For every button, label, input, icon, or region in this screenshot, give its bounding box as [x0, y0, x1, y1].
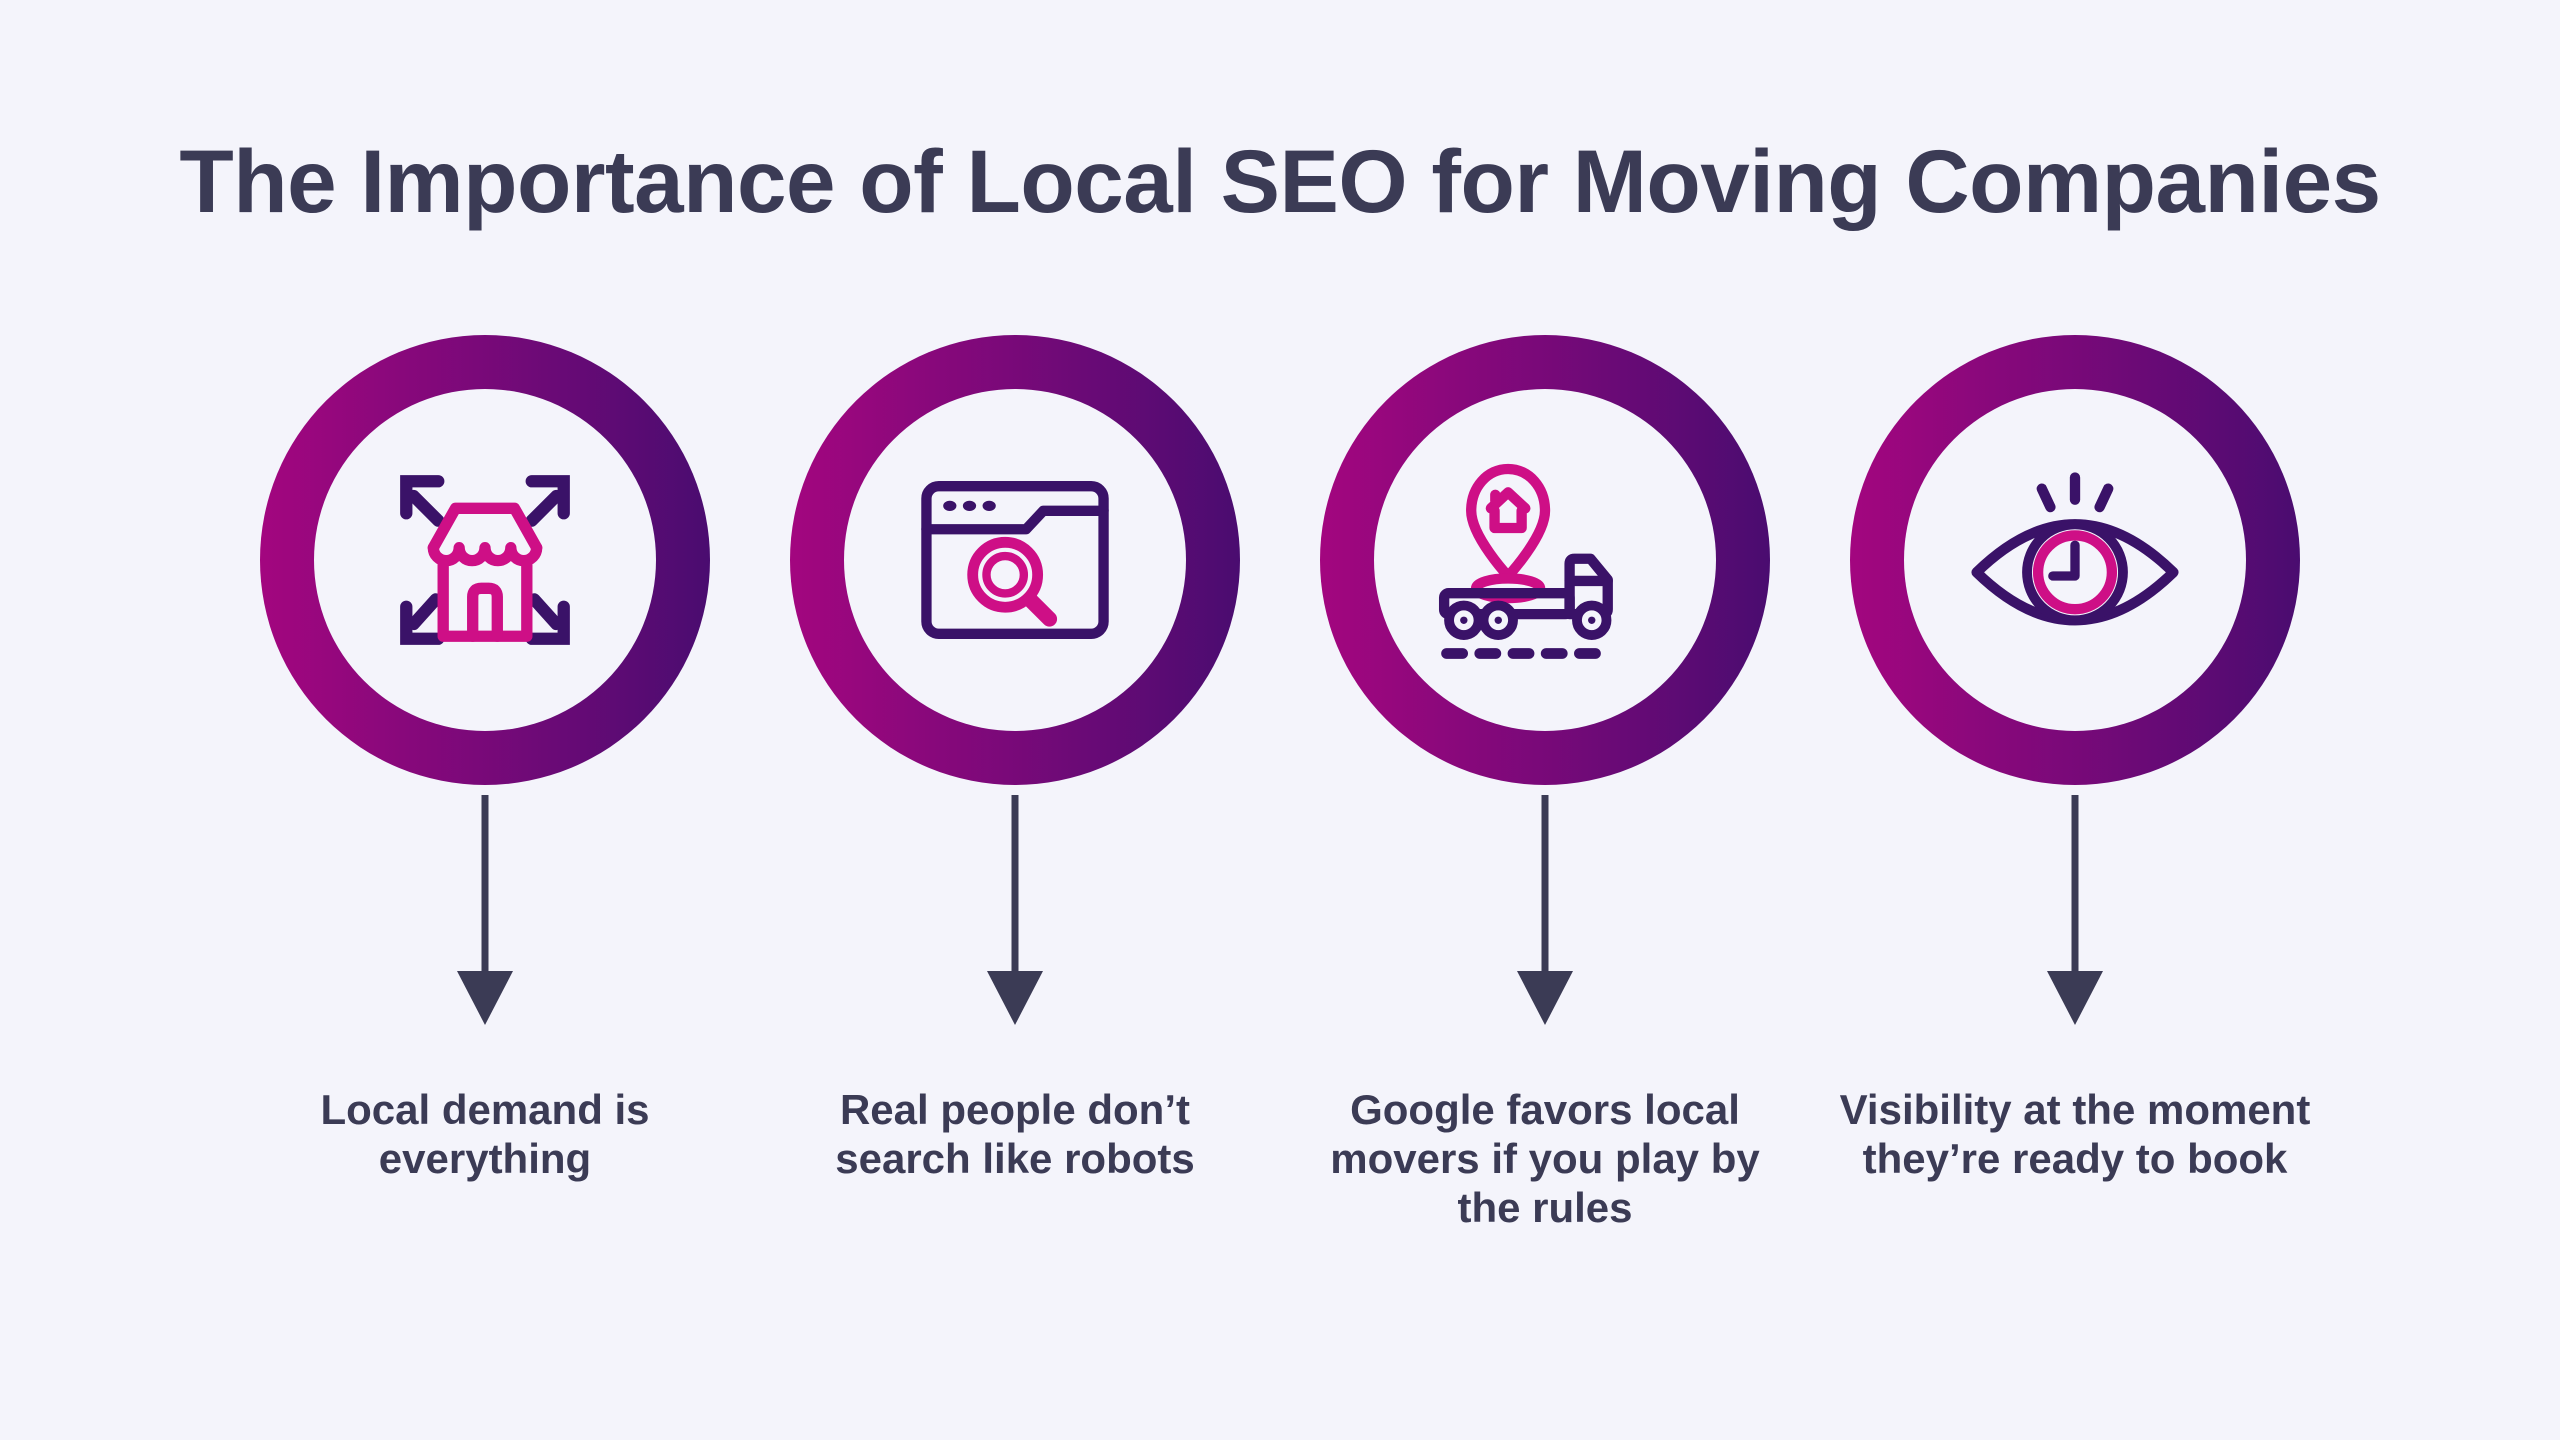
storefront-expand-arrows-icon — [400, 475, 570, 645]
eye-clock-icon — [1971, 472, 2179, 626]
caption-line: search like robots — [835, 1135, 1195, 1182]
gradient-ring — [1320, 335, 1770, 785]
page-title: The Importance of Local SEO for Moving C… — [179, 131, 2381, 231]
ring-inner-circle — [1374, 389, 1716, 731]
location-pin-moving-truck-icon — [1438, 463, 1613, 659]
ring-inner-circle — [314, 389, 656, 731]
gradient-ring — [790, 335, 1240, 785]
ring-inner-circle — [844, 389, 1186, 731]
caption-line: Google favors local — [1350, 1086, 1740, 1133]
caption-line: Real people don’t — [839, 1086, 1190, 1133]
ring-inner-circle — [1904, 389, 2246, 731]
down-arrow-icon — [1517, 795, 1573, 1025]
caption-line: everything — [378, 1135, 592, 1182]
gradient-ring — [1850, 335, 2300, 785]
caption-line: movers if you play by — [1330, 1135, 1760, 1182]
browser-search-icon — [921, 481, 1109, 639]
caption-line: the rules — [1457, 1184, 1633, 1231]
gradient-ring — [260, 335, 710, 785]
down-arrow-icon — [2047, 795, 2103, 1025]
caption-line: Visibility at the moment — [1839, 1086, 2311, 1133]
down-arrow-icon — [457, 795, 513, 1025]
caption-line: they’re ready to book — [1862, 1135, 2288, 1182]
caption-line: Local demand is — [320, 1086, 650, 1133]
down-arrow-icon — [987, 795, 1043, 1025]
